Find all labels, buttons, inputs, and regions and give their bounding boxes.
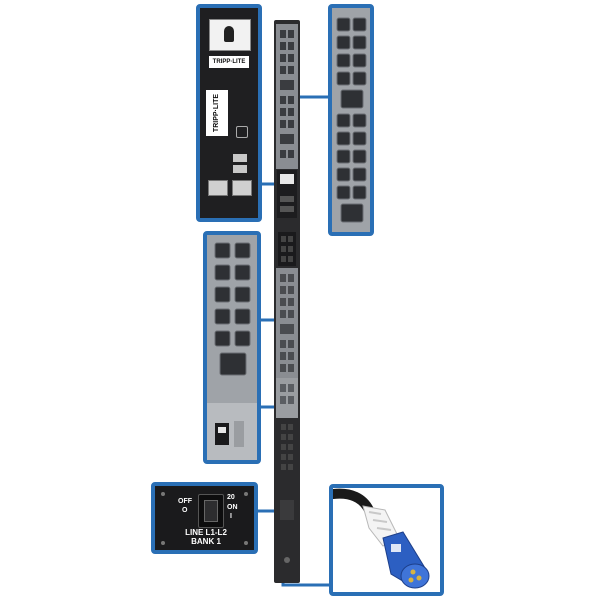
breaker-off-symbol: O <box>182 507 188 514</box>
usb-port[interactable] <box>233 154 247 162</box>
controller-callout: TRIPP·LITE TRIPP·LITE <box>196 4 262 222</box>
iec-plug-image <box>333 488 430 589</box>
breaker-bank-label: BANK 1 <box>191 537 221 546</box>
breaker-switch[interactable] <box>198 494 224 528</box>
brand-logo-vertical: TRIPP·LITE <box>206 90 228 136</box>
breaker-panel-callout: OFF O 20 ON I LINE L1-L2 BANK 1 <box>151 482 258 554</box>
breaker-label-plate: LINE L1-L2 BANK 1 <box>181 528 231 546</box>
ethernet-port-icon[interactable] <box>232 180 252 196</box>
breaker-rating: 20 <box>227 494 235 501</box>
usb-port[interactable] <box>233 165 247 173</box>
ethernet-port-icon[interactable] <box>208 180 228 196</box>
breaker-on-symbol: I <box>230 513 232 520</box>
outlet-bank-callout-lower <box>203 231 261 464</box>
usb-icon <box>236 126 248 138</box>
breaker-line-label: LINE L1-L2 <box>185 528 227 537</box>
brand-logo-small: TRIPP·LITE <box>209 56 249 68</box>
breaker-on-label: ON <box>227 504 238 511</box>
touch-screen-icon <box>209 19 251 51</box>
outlet-bank-callout-upper <box>328 4 374 236</box>
breaker-off-label: OFF <box>178 498 192 505</box>
input-plug-callout <box>329 484 444 596</box>
